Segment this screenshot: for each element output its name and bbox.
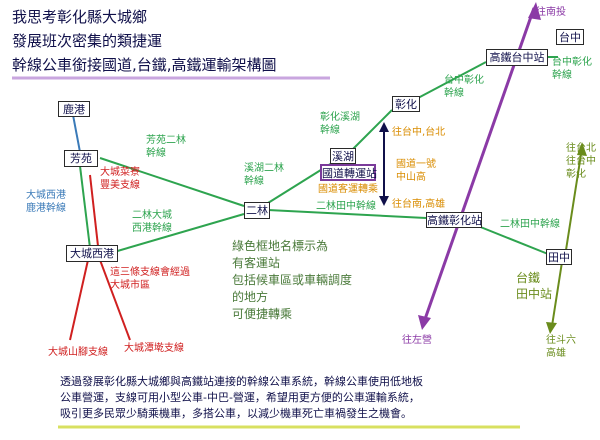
- note-line: 包括候車區或車輛調度: [232, 273, 353, 287]
- station-taichung: 台中: [556, 29, 584, 45]
- description-line: 透過發展彰化縣大城鄉與高鐵站連接的幹線公車系統，幹線公車使用低地板: [60, 375, 423, 388]
- label-dacheng-lukang-line: 大城西港鹿港幹線: [26, 190, 66, 214]
- fangyuan-erlin-line: [99, 157, 245, 207]
- erlin-hsr-changhua-line: [267, 209, 427, 219]
- lukang-fangyuan-line: [72, 114, 81, 153]
- tra-line-north: [565, 147, 583, 251]
- fangyuan-dacheng-line: [79, 165, 91, 249]
- hsr-north-arrow: [528, 2, 541, 20]
- label-erlin-tianzhong-line: 二林田中幹線: [316, 201, 376, 212]
- station-dacheng-west: 大城西港: [66, 245, 118, 262]
- tanwei-branch-line: [99, 259, 131, 341]
- shanjiao-branch-line: [69, 259, 89, 341]
- tra-line-south: [551, 261, 563, 327]
- note-line: 有客運站: [232, 256, 281, 270]
- station-hsr-changhua: 高鐵彰化站: [426, 212, 482, 228]
- hsr-changhua-tianzhong-line: [477, 225, 549, 255]
- changhua-hsr-taichung-line: [417, 61, 487, 99]
- title-line-1: 我思考彰化縣大城鄉: [12, 8, 148, 26]
- legend-notes: 綠色框地名標示為 有客運站 包括候車區或車輛調度 的地方 可便捷轉乘: [232, 238, 352, 323]
- station-fangyuan: 芳苑: [64, 150, 98, 167]
- station-lukang: 鹿港: [58, 101, 90, 117]
- label-taichung-changhua-line: 台中彰化幹線: [444, 75, 484, 99]
- freeway-north-arrow: [379, 122, 389, 132]
- label-shanjiao-branch: 大城山腳支線: [48, 347, 108, 358]
- label-freeway-stop: 國道一號中山高: [396, 159, 436, 183]
- station-freeway-transfer: 國道轉運站: [320, 164, 377, 181]
- label-three-lines: 這三條支線會經過大城市區: [110, 267, 190, 291]
- station-changhua: 彰化: [392, 96, 420, 112]
- station-tianzhong: 田中: [546, 249, 572, 265]
- label-taichung-pivot-line: 台中彰化幹線: [552, 57, 592, 81]
- title-line-2: 發展班次密集的類捷運: [12, 32, 163, 50]
- tra-north-arrow: [577, 142, 587, 156]
- title-line-3: 幹線公車銜接國道,台鐵,高鐵運輸架構圖: [12, 56, 277, 74]
- label-to-tainan-kaohsiung: 往台南,高雄: [392, 199, 446, 210]
- hsr-south-arrow: [418, 315, 431, 330]
- description-line: 公車營運，支線可用小型公車-中巴-營運，希望用更方便的公車運輸系統，: [60, 391, 420, 404]
- label-to-zuoying: 往左營: [402, 335, 432, 346]
- caiLiao-branch-line: [89, 174, 99, 247]
- label-fangyuan-erlin-line: 芳苑二林幹線: [146, 135, 186, 159]
- label-tra-tianzhong: 台鐵田中站: [516, 271, 553, 301]
- label-freeway-bus-hub: 國道客運轉乘: [318, 184, 378, 195]
- note-line: 綠色框地名標示為: [232, 239, 329, 253]
- description: 透過發展彰化縣大城鄉與高鐵站連接的幹線公車系統，幹線公車使用低地板 公車營運，支…: [60, 374, 540, 422]
- station-erlin: 二林: [244, 202, 270, 219]
- label-tianzhong-line: 二林田中幹線: [500, 219, 560, 230]
- label-changhua-xihu-line: 彰化溪湖幹線: [320, 112, 360, 136]
- label-dacheng-branches: 大城菜寮豐美支線: [100, 167, 140, 191]
- note-line: 可便捷轉乘: [232, 307, 293, 321]
- station-hsr-taichung: 高鐵台中站: [486, 49, 548, 66]
- label-xihu-erlin-line: 溪湖二林幹線: [244, 163, 284, 187]
- description-line: 吸引更多民眾少騎乘機車，多搭公車，以減少機車死亡車禍發生之機會。: [60, 407, 412, 420]
- label-to-south: 往斗六高雄: [546, 335, 576, 359]
- xihu-changhua-line: [351, 109, 393, 151]
- label-to-nantou: 往南投: [536, 7, 566, 18]
- note-line: 的地方: [232, 290, 269, 304]
- tra-south-arrow: [546, 322, 557, 334]
- label-to-north: 往台北往台中彰化: [566, 143, 596, 180]
- freeway-south-arrow: [379, 196, 389, 206]
- label-tanwei-branch: 大城潭墘支線: [124, 343, 184, 354]
- label-erlin-dacheng-line: 二林大城西港幹線: [132, 210, 172, 234]
- label-to-taichung-taipei: 往台中,台北: [392, 127, 446, 138]
- station-xihu: 溪湖: [330, 148, 356, 164]
- dacheng-erlin-line: [113, 213, 245, 253]
